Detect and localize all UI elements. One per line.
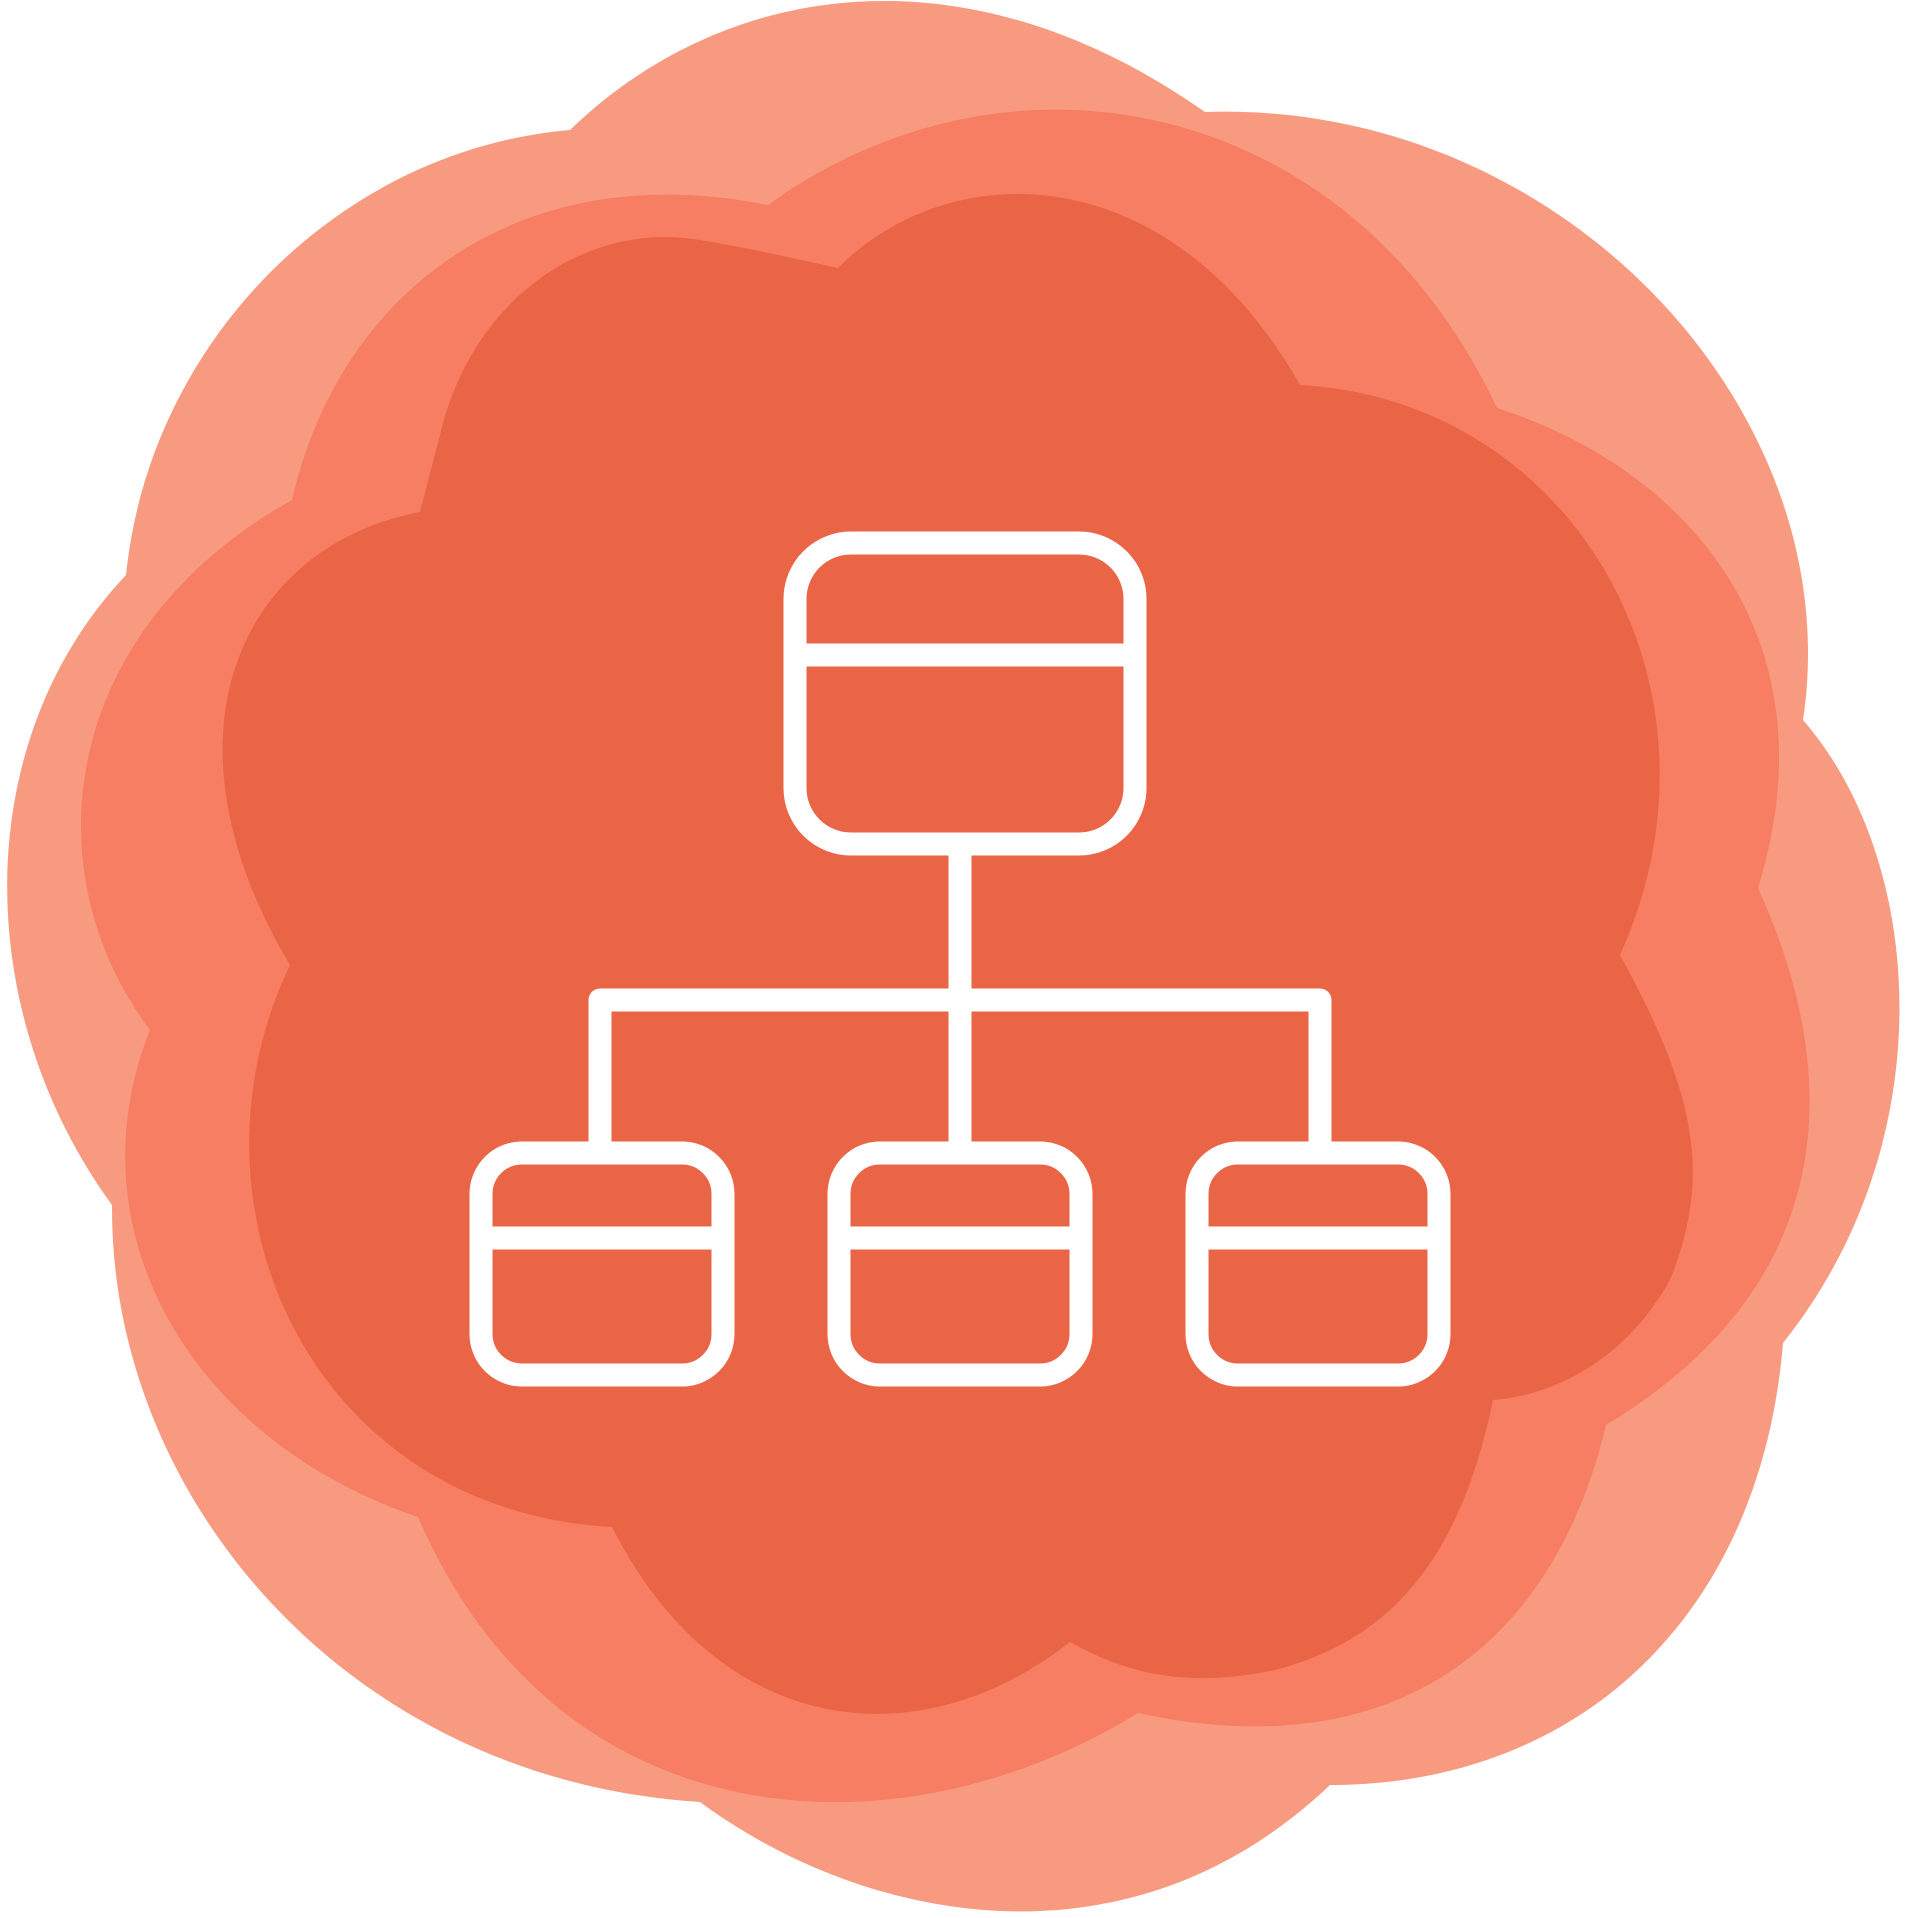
child-node-right <box>1185 1141 1451 1387</box>
connector-lines <box>588 832 1332 1165</box>
child-node-left <box>469 1141 735 1387</box>
hierarchy-lines <box>469 531 1451 1387</box>
child-node-center <box>827 1141 1093 1387</box>
